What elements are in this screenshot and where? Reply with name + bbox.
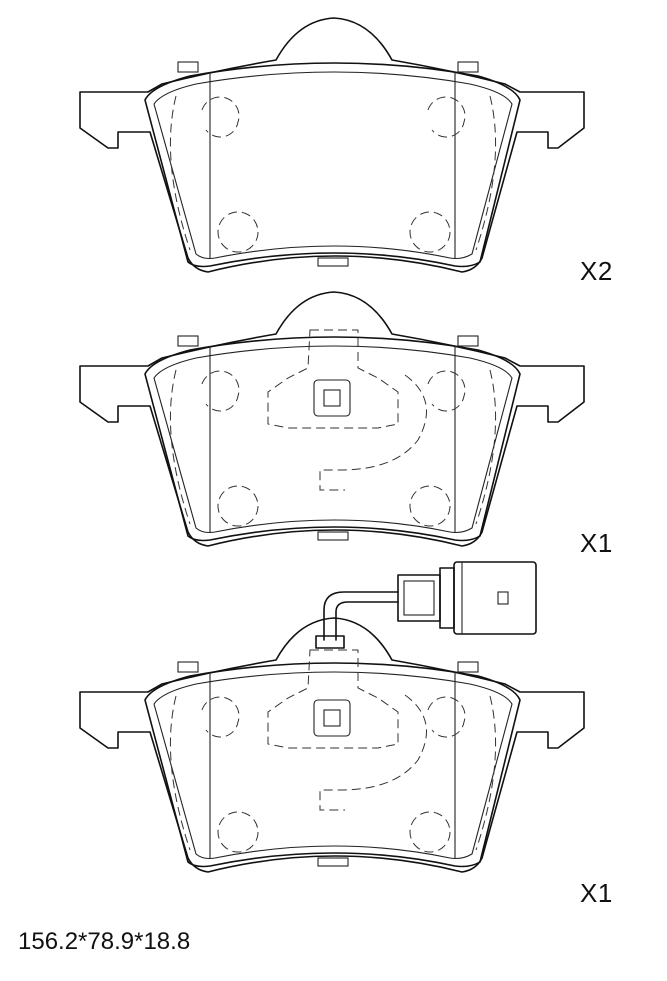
brake-pad-2 (79, 291, 585, 547)
pad2-quantity: X1 (580, 528, 613, 558)
pad1-quantity: X2 (580, 256, 613, 286)
wear-sensor (315, 561, 537, 649)
brake-pad-3 (79, 617, 585, 873)
brake-pad-1 (79, 17, 585, 273)
dimensions-label: 156.2*78.9*18.8 (18, 928, 191, 955)
pad3-quantity: X1 (580, 878, 613, 908)
